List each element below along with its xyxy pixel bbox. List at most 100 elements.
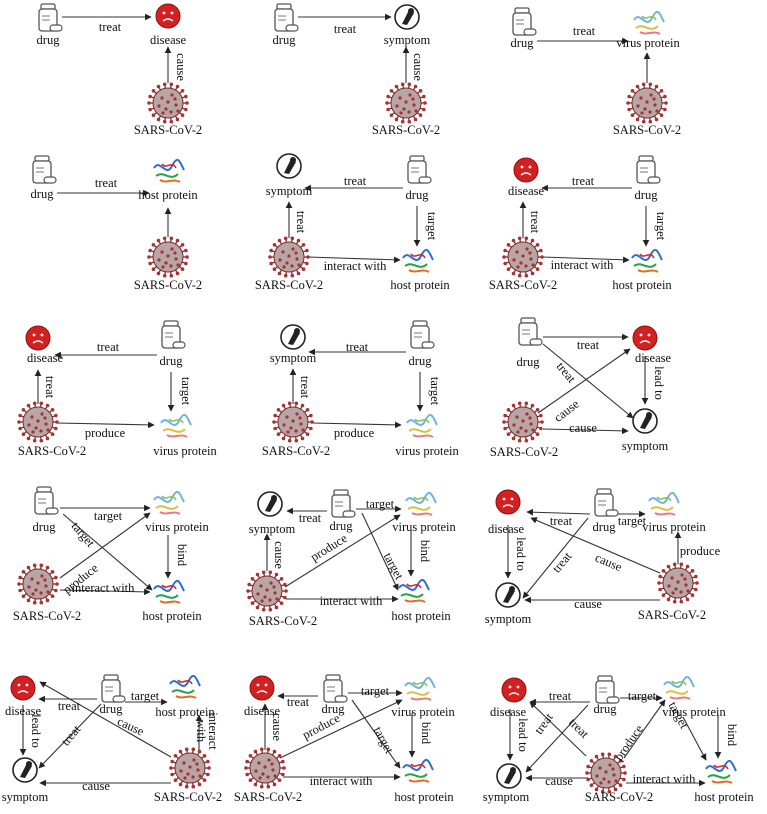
diagram-15-host-protein-label: host protein	[694, 790, 754, 804]
diagram-5-sars-label: SARS-CoV-2	[255, 278, 323, 292]
diagram-10-edge-3	[59, 512, 151, 579]
diagram-9-drug-icon	[518, 317, 543, 346]
diagram-7-edge-label-2: treat	[43, 376, 57, 399]
diagram-8-drug-icon	[410, 320, 435, 349]
diagram-15-drug-label: drug	[594, 702, 618, 716]
diagram-10-edge-4	[59, 588, 151, 596]
diagram-4-host-protein-label: host protein	[138, 188, 198, 202]
diagram-13-drug-label: drug	[100, 702, 124, 716]
diagram-9-symptom-icon	[632, 408, 658, 434]
diagram-14-edge-label-6: cause	[270, 713, 284, 741]
diagram-12-edge-label-6: produce	[680, 544, 721, 558]
diagram-14-edge-4	[279, 699, 403, 759]
diagram-15-drug-icon	[595, 675, 620, 704]
diagram-5-edge-label-1: treat	[344, 174, 367, 188]
diagram-6-sars-icon	[502, 236, 544, 278]
diagram-3-virus-protein-icon	[633, 10, 665, 35]
diagram-13-symptom-label: symptom	[2, 790, 49, 804]
diagram-5-drug-label: drug	[406, 188, 430, 202]
diagram-5-edge-4	[307, 256, 401, 264]
diagram-7-sars-icon	[17, 401, 59, 443]
diagram-9-symptom-label: symptom	[622, 439, 669, 453]
diagram-8-edge-label-3: target	[428, 377, 442, 406]
diagram-5-host-protein-icon	[402, 248, 434, 273]
diagram-15-edge-3	[525, 704, 589, 773]
diagram-9-sars-icon	[502, 401, 544, 443]
diagram-1-sars-icon	[147, 82, 189, 124]
diagram-9-disease-icon	[632, 325, 658, 351]
diagram-15-disease-icon	[501, 677, 527, 703]
diagram-3-virus-protein-label: virus protein	[616, 36, 680, 50]
diagram-15-sars-label: SARS-CoV-2	[585, 790, 653, 804]
diagram-13-edge-label-4: cause	[115, 714, 146, 739]
diagram-1-edge-label-2: cause	[174, 53, 188, 81]
diagram-2-symptom-icon	[394, 4, 420, 30]
diagram-6-drug-label: drug	[635, 188, 659, 202]
diagram-7-disease-icon	[25, 325, 51, 351]
diagram-13-sars-label: SARS-CoV-2	[154, 790, 222, 804]
diagram-14-sars-label: SARS-CoV-2	[234, 790, 302, 804]
diagram-13-edge-3	[38, 703, 102, 769]
diagram-6-edge-label-2: treat	[528, 211, 542, 234]
diagram-15-sars-icon	[585, 752, 627, 794]
diagram-6-host-protein-icon	[631, 248, 663, 273]
diagram-6-edge-label-1: treat	[572, 174, 595, 188]
diagram-13-symptom-icon	[12, 757, 38, 783]
diagram-11-edge-label-2: target	[366, 497, 395, 511]
diagram-10-edge-label-5: bind	[175, 544, 189, 567]
diagram-5-edge-label-3: target	[425, 212, 439, 241]
diagram-11-edge-label-1: treat	[299, 511, 322, 525]
diagram-15-disease-label: disease	[490, 705, 527, 719]
diagram-1-drug-icon	[38, 3, 63, 32]
diagram-5-symptom-label: symptom	[266, 184, 313, 198]
diagram-13-disease-label: disease	[5, 704, 42, 718]
diagram-1-disease-label: disease	[150, 33, 187, 47]
diagram-13-edge-label-7: lead to	[29, 714, 43, 748]
diagram-8-edge-label-1: treat	[346, 340, 369, 354]
diagram-2-edge-label-1: treat	[334, 22, 357, 36]
diagram-14-host-protein-label: host protein	[394, 790, 454, 804]
diagram-11-symptom-icon	[257, 491, 283, 517]
diagram-15-host-protein-icon	[705, 759, 737, 784]
diagram-15-edge-label-6: produce	[611, 722, 646, 763]
diagram-8-drug-label: drug	[409, 354, 433, 368]
diagram-2-sars-label: SARS-CoV-2	[372, 123, 440, 137]
diagram-1-sars-label: SARS-CoV-2	[134, 123, 202, 137]
diagram-12-sars-icon	[657, 562, 699, 604]
diagram-12-virus-protein-icon	[648, 491, 680, 516]
diagram-6-disease-icon	[513, 157, 539, 183]
diagram-4-sars-icon	[147, 236, 189, 278]
diagram-11-sars-label: SARS-CoV-2	[249, 614, 317, 628]
diagram-13-edge-label-5: cause	[82, 779, 110, 793]
diagram-5-edge-label-4: interact with	[324, 259, 388, 273]
diagram-11-edge-label-5: interact with	[320, 594, 384, 608]
diagram-8-sars-label: SARS-CoV-2	[262, 444, 330, 458]
diagram-15-symptom-label: symptom	[483, 790, 530, 804]
diagram-15-edge-label-2: target	[628, 689, 657, 703]
diagram-14-host-protein-icon	[402, 758, 434, 783]
diagram-15-virus-protein-label: virus protein	[662, 705, 726, 719]
diagram-15-edge-label-9: bind	[725, 724, 739, 747]
diagram-14-drug-icon	[323, 674, 348, 703]
diagram-8-symptom-icon	[280, 324, 306, 350]
diagram-12-sars-label: SARS-CoV-2	[638, 608, 706, 622]
diagram-7-disease-label: disease	[27, 351, 64, 365]
diagram-15-edge-8	[682, 716, 707, 761]
diagram-6-edge-label-4: interact with	[551, 258, 615, 272]
diagram-10-edge-label-2: target	[69, 519, 98, 550]
diagram-7-edge-label-3: target	[179, 377, 193, 406]
diagram-12-edge-label-3: treat	[549, 549, 574, 575]
diagram-3-sars-label: SARS-CoV-2	[613, 123, 681, 137]
diagram-14-drug-label: drug	[322, 702, 346, 716]
diagram-11-sars-icon	[246, 570, 288, 612]
diagram-13-disease-icon	[10, 675, 36, 701]
diagram-6-edge-label-3: target	[654, 212, 668, 241]
diagram-5-sars-icon	[268, 236, 310, 278]
diagram-3-drug-label: drug	[511, 36, 535, 50]
diagram-8-edge-label-4: produce	[334, 426, 375, 440]
diagram-4-edge-label-1: treat	[95, 176, 118, 190]
diagram-8-symptom-label: symptom	[270, 351, 317, 365]
diagram-12-disease-icon	[495, 489, 521, 515]
